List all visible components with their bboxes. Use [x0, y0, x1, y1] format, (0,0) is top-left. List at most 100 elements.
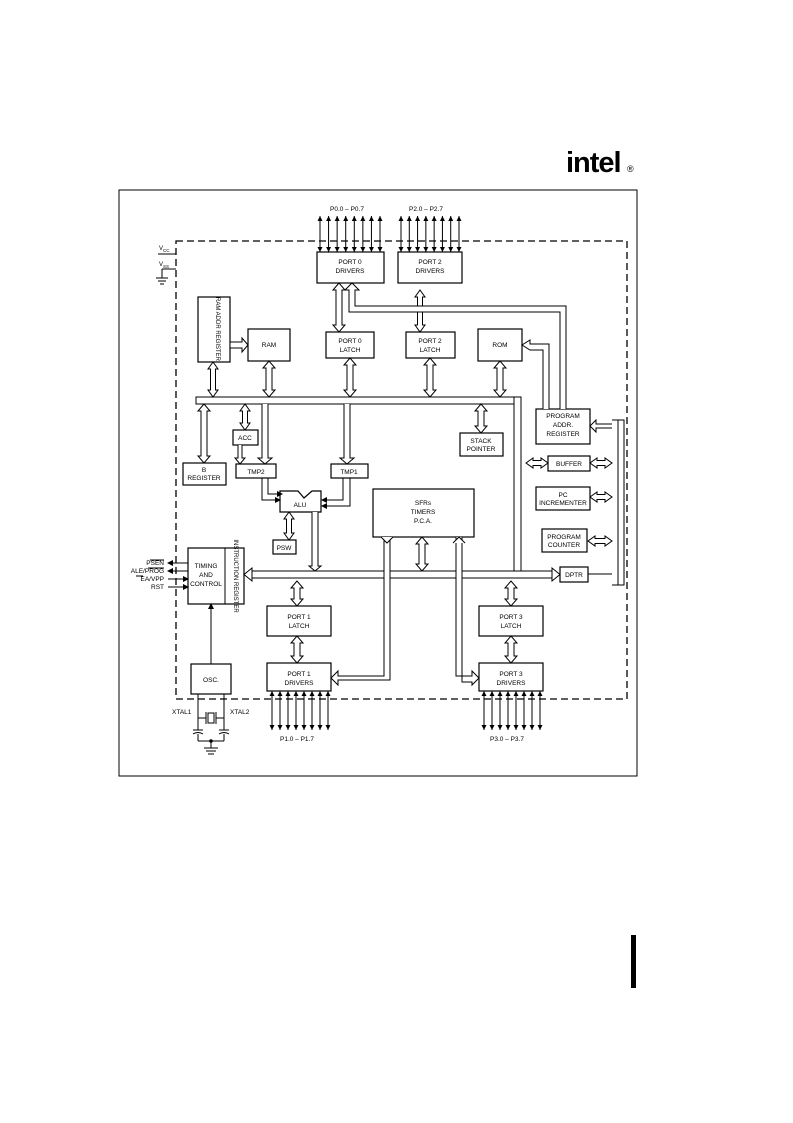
pin-arrow-top — [277, 691, 283, 696]
sp-line2: POINTER — [467, 446, 496, 453]
ea-vpp-label: EA/VPP — [141, 576, 164, 583]
ram-addr-to-ram-arrow — [229, 336, 249, 354]
sfrs-port3-head — [452, 536, 466, 544]
dptr-block: DPTR — [559, 566, 589, 583]
pin-arrow-top — [326, 216, 332, 221]
sfrs-line2: TIMERS — [411, 509, 436, 516]
port2-latch-line1: PORT 2 — [418, 338, 442, 345]
pin-arrow-top — [351, 216, 357, 221]
p3-pins-label: P3.0 – P3.7 — [490, 736, 524, 743]
port1-drivers-line1: PORT 1 — [287, 671, 311, 678]
pin-arrow-top — [423, 216, 429, 221]
alu-to-bus-arrow — [307, 512, 323, 572]
xtal2-label: XTAL2 — [230, 709, 250, 716]
pin-arrow-bottom — [293, 725, 299, 730]
pin-arrow-top — [360, 216, 366, 221]
pc-inc-line2: INCREMENTER — [539, 500, 587, 507]
pin-arrow-top — [529, 691, 535, 696]
alu-psw-arrow — [283, 511, 295, 541]
port0-pins: P0.0 – P0.7 — [317, 206, 383, 252]
sfrs-to-port3-arrow — [455, 537, 480, 687]
program-counter-block: PROGRAM COUNTER — [541, 528, 588, 553]
ram-addr-bus-arrow — [207, 361, 219, 398]
stack-pointer-bus-arrow — [473, 403, 489, 434]
pin-arrow-bottom — [448, 247, 454, 252]
pin-arrow-top — [456, 216, 462, 221]
alu-block: ALU — [279, 490, 322, 513]
pc-line2: COUNTER — [548, 542, 580, 549]
timing-line3: CONTROL — [190, 581, 222, 588]
control-signals: PSEN ALE/PROG EA/VPP RST — [131, 559, 189, 591]
lower-bus-port3-latch-arrow — [503, 580, 519, 607]
page-edge-marker — [631, 935, 636, 988]
pin-arrow-bottom — [431, 247, 437, 252]
pin-arrow-bottom — [334, 247, 340, 252]
port1-latch-block: PORT 1 LATCH — [266, 605, 332, 637]
sfrs-line1: SFRs — [415, 500, 432, 507]
pin-arrow-top — [317, 216, 323, 221]
stack-pointer-block: STACK POINTER — [459, 432, 504, 457]
par-line3: REGISTER — [546, 431, 580, 438]
acc-bus-arrow — [239, 403, 251, 431]
port3-drivers-line1: PORT 3 — [499, 671, 523, 678]
pin-arrow-top — [343, 216, 349, 221]
port1-latch-line1: PORT 1 — [287, 614, 311, 621]
pin-arrow-top — [334, 216, 340, 221]
port0-latch-block: PORT 0 LATCH — [325, 331, 375, 359]
rom-label: ROM — [492, 342, 507, 349]
sfrs-line3: P.C.A. — [414, 518, 432, 525]
pin-arrow-top — [439, 216, 445, 221]
sp-line1: STACK — [470, 438, 492, 445]
pin-arrow-bottom — [317, 247, 323, 252]
port2-drivers-block: PORT 2 DRIVERS — [397, 251, 463, 284]
port3-pins: P3.0 – P3.7 — [481, 691, 543, 743]
tmp1-label: TMP1 — [340, 469, 358, 476]
figure-frame — [118, 189, 638, 777]
pin-arrow-top — [513, 691, 519, 696]
pin-arrow-bottom — [513, 725, 519, 730]
port3-drivers-block: PORT 3 DRIVERS — [478, 662, 544, 692]
alu-label: ALU — [294, 502, 307, 509]
pin-arrow-bottom — [423, 247, 429, 252]
port1-drivers-block: PORT 1 DRIVERS — [266, 662, 332, 692]
vcc-label: VCC — [159, 246, 170, 253]
tmp2-label: TMP2 — [247, 469, 265, 476]
b-register-block: B REGISTER — [182, 462, 227, 486]
pin-arrow-bottom — [285, 725, 291, 730]
registered-mark: ® — [627, 164, 634, 174]
b-register-bus-arrow — [196, 403, 212, 464]
port2-pins: P2.0 – P2.7 — [398, 206, 462, 252]
lower-bus-port1-latch-arrow — [289, 580, 305, 607]
rom-block: ROM — [477, 328, 523, 362]
pin-arrow-top — [406, 216, 412, 221]
port3-latch-block: PORT 3 LATCH — [478, 605, 544, 637]
b-register-line2: REGISTER — [187, 475, 221, 482]
pin-arrow-bottom — [489, 725, 495, 730]
pin-arrow-top — [269, 691, 275, 696]
pin-arrow-top — [317, 691, 323, 696]
port0-drivers-line2: DRIVERS — [336, 268, 366, 275]
pin-arrow-bottom — [415, 247, 421, 252]
port1-latch-line2: LATCH — [289, 623, 310, 630]
pin-arrow-bottom — [529, 725, 535, 730]
buffer-label: BUFFER — [556, 461, 582, 468]
pin-arrow-bottom — [325, 725, 331, 730]
b-register-line1: B — [202, 467, 206, 474]
pin-arrow-bottom — [456, 247, 462, 252]
dptr-label: DPTR — [565, 572, 583, 579]
port0-latch-line2: LATCH — [340, 347, 361, 354]
buffer-left-arrow — [525, 457, 549, 469]
p1-pins-label: P1.0 – P1.7 — [280, 736, 314, 743]
pin-arrow-bottom — [360, 247, 366, 252]
timing-line2: AND — [199, 572, 213, 579]
pin-arrow-bottom — [309, 725, 315, 730]
pin-arrow-bottom — [377, 247, 383, 252]
osc-block: OSC. — [190, 663, 232, 695]
psw-label: PSW — [277, 545, 293, 552]
pin-arrow-bottom — [521, 725, 527, 730]
port0-drivers-block: PORT 0 DRIVERS — [316, 251, 385, 284]
p0-pins-label: P0.0 – P0.7 — [330, 206, 364, 213]
pin-arrow-bottom — [343, 247, 349, 252]
pin-arrow-top — [448, 216, 454, 221]
